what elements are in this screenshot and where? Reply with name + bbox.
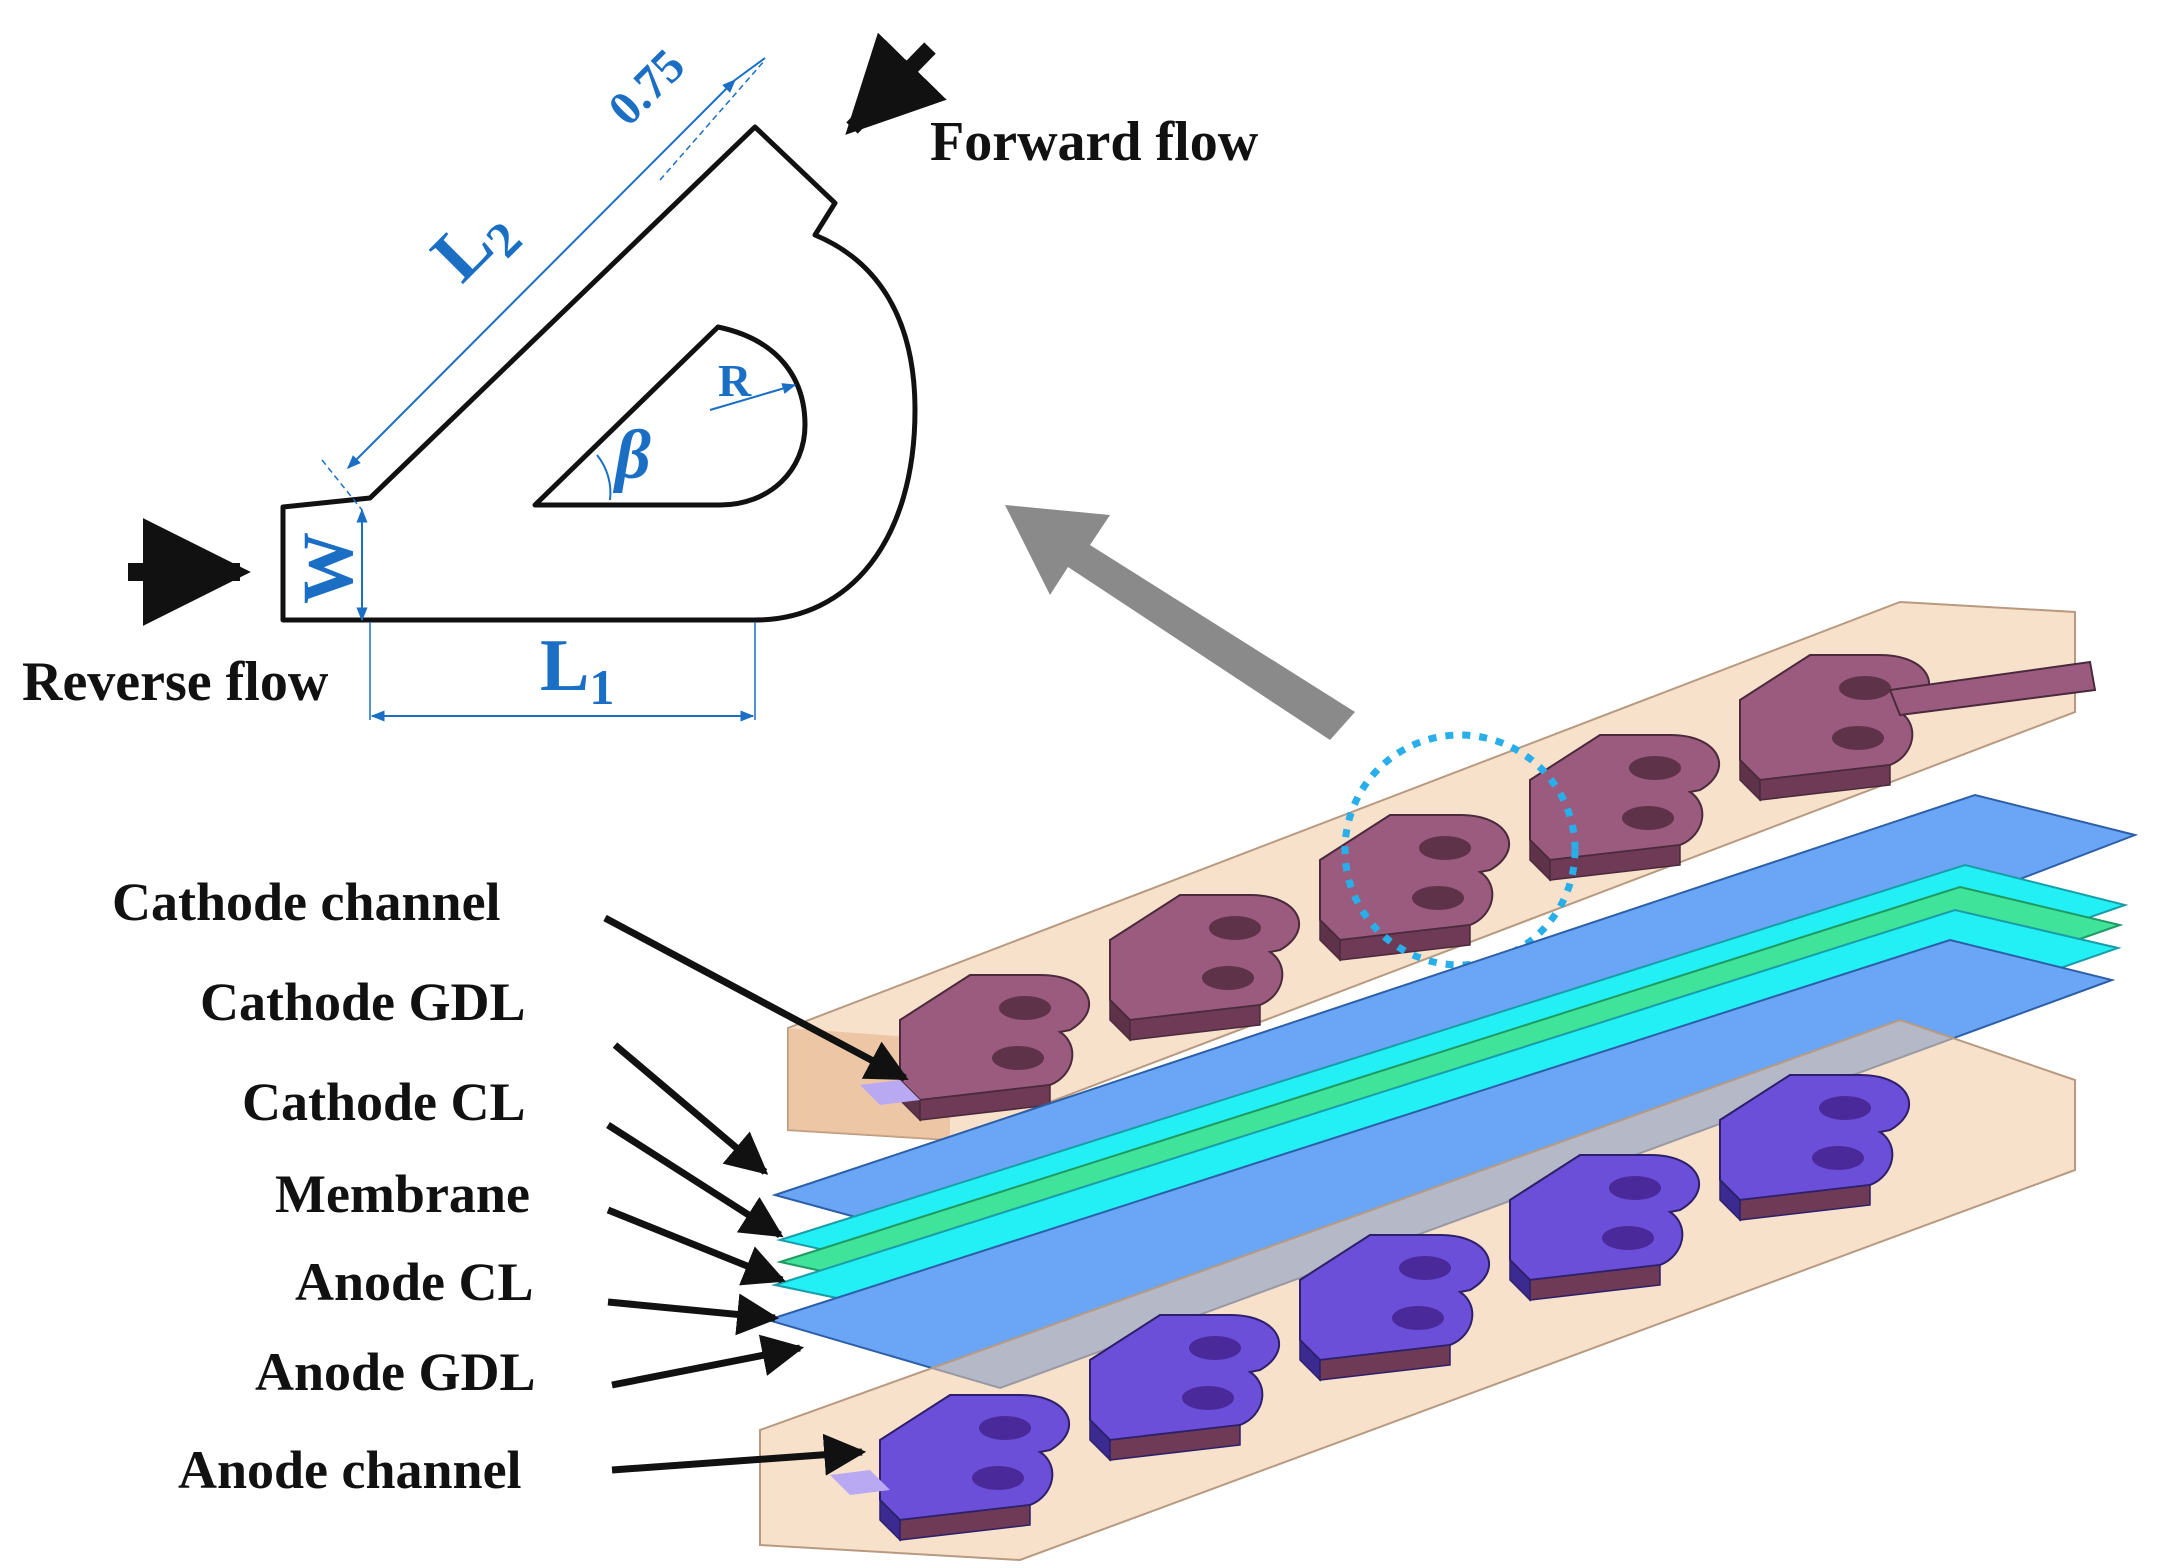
cathode-cl-pointer <box>606 1122 784 1238</box>
cathode-cl-label: Cathode CL <box>242 1072 526 1132</box>
tesla-valve-unit: 0.75 L2 W L1 R β Forward flow Reverse fl… <box>22 32 1259 722</box>
thickness-dimension-line <box>659 59 766 181</box>
radius-dimension-line <box>709 383 797 411</box>
l2-label: L2 <box>416 186 532 302</box>
anode-channel-pointer <box>611 1433 867 1476</box>
anode-channel-label: Anode channel <box>178 1440 522 1500</box>
cathode-channel-pointer <box>603 914 909 1082</box>
valve-inner-island <box>532 324 808 508</box>
anode-gdl-label: Anode GDL <box>255 1342 536 1402</box>
cathode-gdl-label: Cathode GDL <box>200 972 526 1032</box>
forward-flow-arrow <box>845 32 947 135</box>
cell-3d-view <box>759 600 2139 1562</box>
valve-outline <box>280 124 918 623</box>
l1-label: L1 <box>540 625 614 715</box>
anode-channel <box>830 1074 1911 1541</box>
angle-arc <box>596 454 612 501</box>
cathode-channel-label: Cathode channel <box>112 872 501 932</box>
cathode-channel <box>860 654 2097 1121</box>
thickness-label: 0.75 <box>598 39 695 136</box>
cathode-gdl-pointer <box>612 1042 769 1175</box>
anode-gdl-pointer <box>611 1334 805 1389</box>
highlight-circle <box>1341 731 1579 969</box>
anode-cl-label: Anode CL <box>295 1252 534 1312</box>
angle-label: β <box>612 417 651 494</box>
forward-flow-label: Forward flow <box>930 111 1259 173</box>
anode-gdl-layer <box>764 938 2116 1390</box>
membrane-label: Membrane <box>275 1164 530 1224</box>
layer-labels: Cathode channel Cathode GDL Cathode CL M… <box>112 872 909 1500</box>
membrane-pointer <box>606 1206 786 1286</box>
radius-label: R <box>718 355 752 406</box>
anode-cl-pointer <box>607 1293 780 1336</box>
width-label: W <box>288 532 368 604</box>
zoom-arrow <box>1005 505 1355 740</box>
reverse-flow-label: Reverse flow <box>22 651 329 713</box>
l2-dimension-line <box>347 79 736 469</box>
